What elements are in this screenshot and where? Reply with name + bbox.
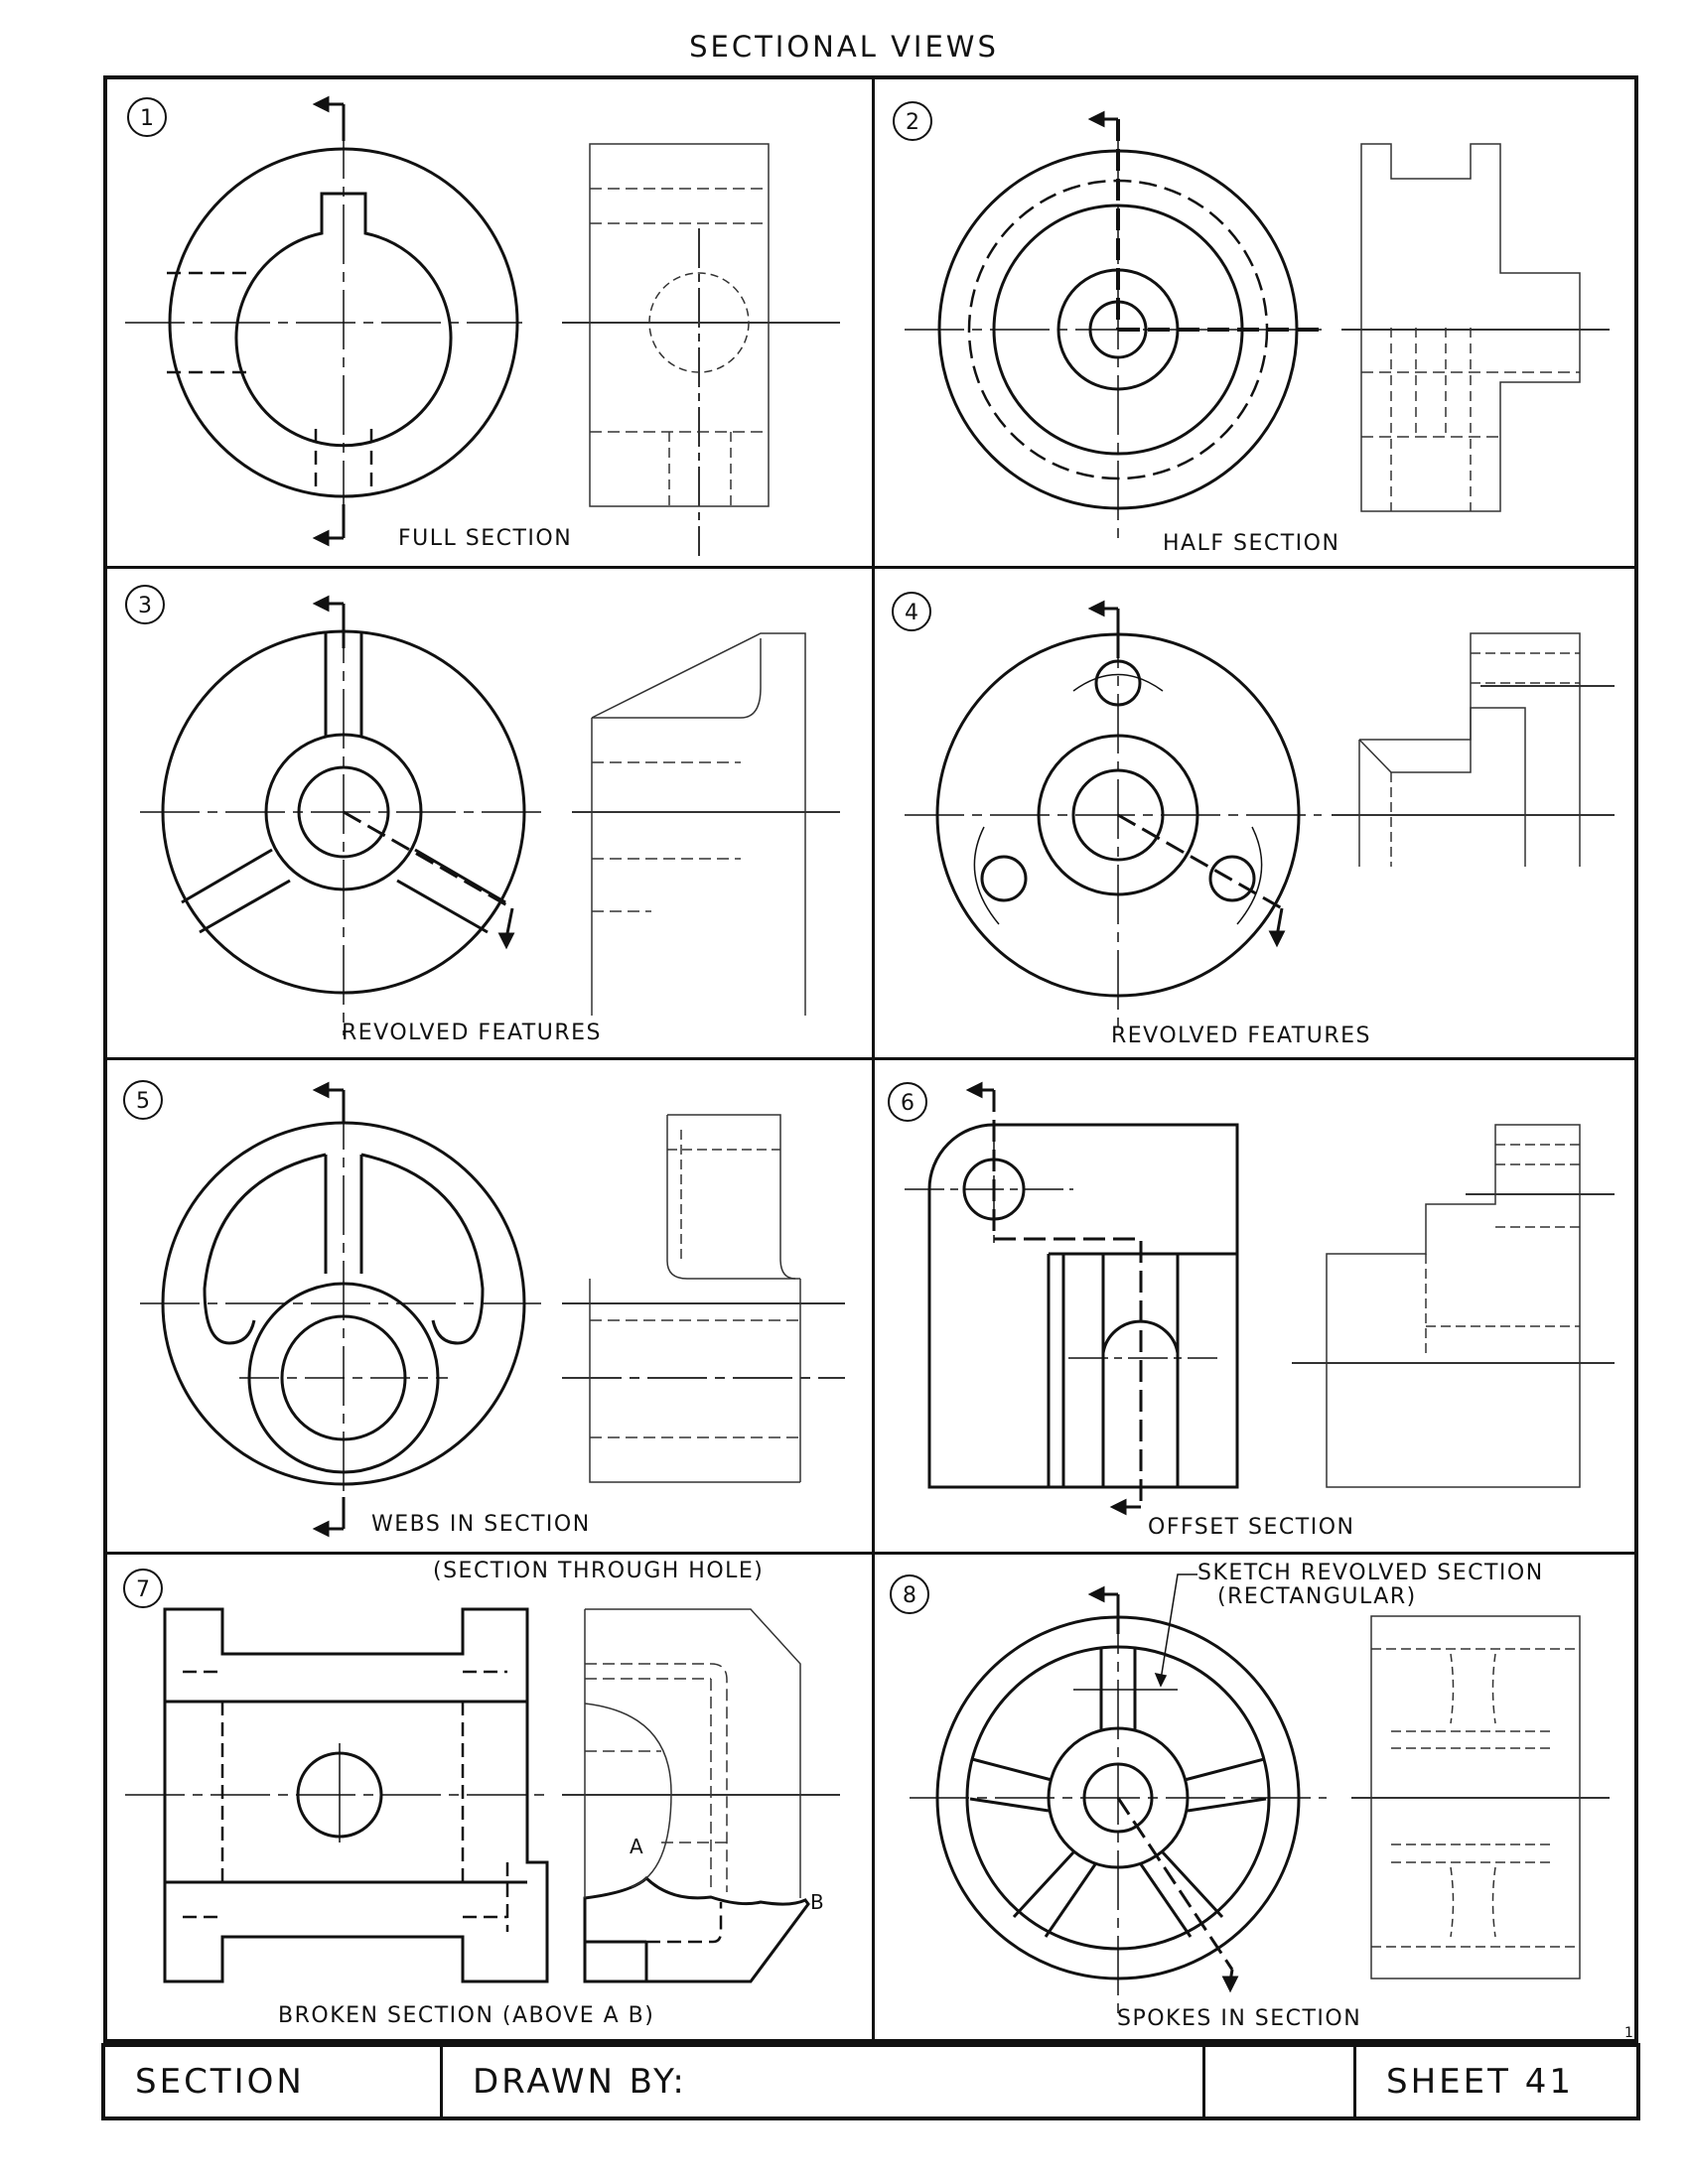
panel-number: 3 (125, 585, 165, 624)
panel-3-revolved-features: 3 (105, 569, 872, 1057)
panel-label: SPOKES IN SECTION (1117, 2006, 1362, 2031)
row-divider-1 (103, 566, 1638, 569)
full-section-drawing (125, 95, 840, 556)
panel-note: (SECTION THROUGH HOLE) (433, 1559, 765, 1583)
panel-4-revolved-features: 4 (875, 569, 1637, 1057)
revolved-features-drawing-1 (140, 595, 840, 1035)
row-divider-3 (103, 1552, 1638, 1555)
title-block: SECTION DRAWN BY: SHEET 41 (101, 2043, 1640, 2120)
panel-number: 7 (123, 1569, 163, 1608)
panel-note-line1: SKETCH REVOLVED SECTION (1197, 1561, 1544, 1585)
webs-in-section-drawing (140, 1081, 845, 1538)
panel-number: 5 (123, 1080, 163, 1120)
corner-mark: 1 (1624, 2025, 1635, 2041)
half-section-drawing (905, 110, 1610, 546)
point-a-label: A (630, 1835, 645, 1858)
panel-2-half-section: 2 HALF SECTION (875, 79, 1637, 566)
panel-label: REVOLVED FEATURES (1111, 1024, 1371, 1048)
panel-label: REVOLVED FEATURES (342, 1021, 602, 1045)
panel-7-broken-section: 7 (SECTION THROUGH HOLE) (105, 1555, 872, 2043)
panel-1-full-section: 1 (105, 79, 872, 566)
row-divider-2 (103, 1057, 1638, 1060)
panel-number: 2 (893, 101, 932, 141)
title-block-drawn-by: DRAWN BY: (443, 2047, 1205, 2116)
panel-number: 4 (892, 592, 931, 631)
panel-8-spokes-in-section: 8 SKETCH REVOLVED SECTION (RECTANGULAR) (875, 1555, 1637, 2043)
revolved-features-drawing-2 (905, 600, 1615, 1035)
panel-label: BROKEN SECTION (ABOVE A B) (278, 2003, 655, 2028)
title-block-blank (1205, 2047, 1356, 2116)
panel-label: WEBS IN SECTION (371, 1512, 591, 1537)
panel-note-line2: (RECTANGULAR) (1217, 1584, 1417, 1609)
broken-section-drawing (125, 1607, 840, 1983)
panel-5-webs-in-section: 5 (105, 1060, 872, 1552)
panel-number: 6 (888, 1082, 927, 1122)
center-divider (872, 79, 875, 2045)
panel-label: HALF SECTION (1163, 531, 1340, 556)
panel-6-offset-section: 6 (875, 1060, 1637, 1552)
panel-number: 8 (890, 1574, 929, 1614)
panel-label: OFFSET SECTION (1148, 1515, 1355, 1540)
point-b-label: B (810, 1890, 826, 1914)
title-block-sheet: SHEET 41 (1386, 2062, 1574, 2102)
title-block-section: SECTION (105, 2047, 443, 2116)
sheet-title: SECTIONAL VIEWS (689, 30, 999, 64)
spokes-in-section-drawing (910, 1573, 1610, 2021)
offset-section-drawing (905, 1081, 1615, 1516)
panel-label: FULL SECTION (398, 526, 573, 551)
panel-number: 1 (127, 97, 167, 137)
